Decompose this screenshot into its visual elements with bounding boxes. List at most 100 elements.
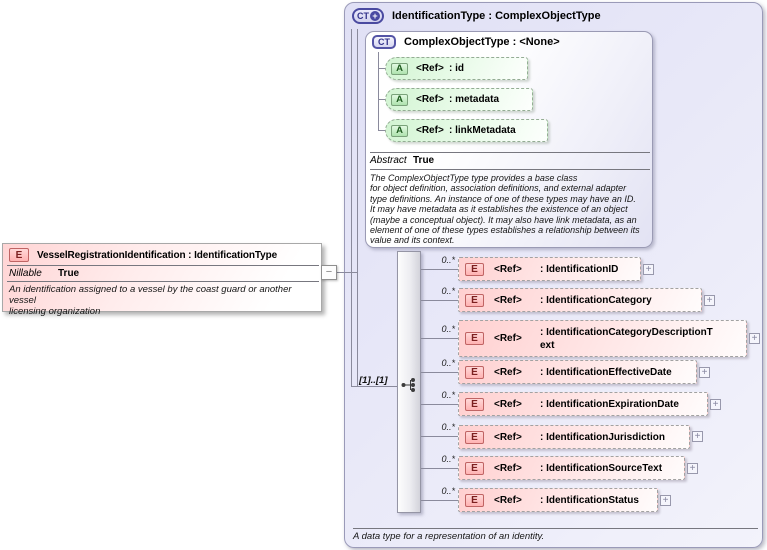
- compositor-cardinality: [1]..[1]: [359, 375, 388, 386]
- sequence-bar[interactable]: [397, 251, 421, 513]
- complex-type-extension-icon: CT +: [352, 8, 384, 24]
- element-icon: E: [465, 430, 484, 444]
- abstract-label: Abstract: [370, 155, 407, 166]
- element-name: : IdentificationID: [540, 263, 619, 275]
- cardinality-label: 0..*: [441, 324, 455, 334]
- cardinality-label: 0..*: [441, 422, 455, 432]
- connector-line: [357, 29, 358, 386]
- element-icon: E: [465, 397, 484, 411]
- element-identification-expiration-date[interactable]: E <Ref> : IdentificationExpirationDate: [458, 392, 708, 416]
- node-annotation: An identification assigned to a vessel b…: [9, 284, 292, 317]
- expand-icon[interactable]: +: [699, 367, 710, 378]
- vessel-registration-identification-node[interactable]: E VesselRegistrationIdentification : Ide…: [2, 243, 322, 317]
- cardinality-label: 0..*: [441, 454, 455, 464]
- attribute-ref: <Ref>: [416, 63, 444, 74]
- connector-line: [351, 386, 397, 387]
- base-type-title: ComplexObjectType : <None>: [404, 36, 560, 48]
- element-identification-category[interactable]: E <Ref> : IdentificationCategory: [458, 288, 702, 312]
- divider: [7, 281, 319, 282]
- expand-icon[interactable]: +: [704, 295, 715, 306]
- base-type-annotation: The ComplexObjectType type provides a ba…: [370, 173, 640, 246]
- element-name: : IdentificationEffectiveDate: [540, 366, 672, 378]
- expand-icon[interactable]: +: [643, 264, 654, 275]
- connector-line: [421, 300, 458, 301]
- divider: [7, 265, 319, 266]
- nillable-value: True: [58, 268, 80, 279]
- abstract-value: True: [413, 155, 435, 166]
- expand-icon[interactable]: +: [660, 495, 671, 506]
- attribute-name: : linkMetadata: [449, 125, 516, 136]
- connector-line: [351, 29, 352, 386]
- attribute-icon: A: [391, 62, 408, 75]
- element-name: : IdentificationCategoryDescriptionText: [540, 326, 713, 351]
- attribute-icon: A: [391, 124, 408, 137]
- element-ref: <Ref>: [494, 494, 522, 506]
- connector-line: [378, 68, 385, 69]
- connector-line: [421, 404, 458, 405]
- connector-line: [421, 269, 458, 270]
- element-identification-id[interactable]: E <Ref> : IdentificationID: [458, 257, 641, 281]
- attribute-id[interactable]: A <Ref> : id: [385, 57, 528, 80]
- attribute-link-metadata[interactable]: A <Ref> : linkMetadata: [385, 119, 548, 142]
- type-box-header: CT + IdentificationType : ComplexObjectT…: [352, 8, 601, 24]
- complex-object-type-box[interactable]: CT ComplexObjectType : <None> A <Ref> : …: [365, 31, 653, 248]
- node-title: VesselRegistrationIdentification : Ident…: [37, 249, 278, 261]
- connector-line: [421, 338, 458, 339]
- expand-icon[interactable]: +: [692, 431, 703, 442]
- element-ref: <Ref>: [494, 263, 522, 275]
- element-icon: E: [465, 262, 484, 276]
- attribute-ref: <Ref>: [416, 125, 444, 136]
- divider: [370, 169, 650, 170]
- element-ref: <Ref>: [494, 333, 522, 344]
- extension-plus-icon: +: [370, 11, 380, 21]
- nillable-label: Nillable: [9, 268, 42, 279]
- attribute-icon: A: [391, 93, 408, 106]
- element-identification-source-text[interactable]: E <Ref> : IdentificationSourceText: [458, 456, 685, 480]
- complex-type-icon: CT: [372, 35, 396, 49]
- base-type-header: CT ComplexObjectType : <None>: [372, 35, 560, 49]
- element-ref: <Ref>: [494, 366, 522, 378]
- complex-type-letters: CT: [357, 11, 369, 21]
- connector-line: [378, 99, 385, 100]
- cardinality-label: 0..*: [441, 358, 455, 368]
- connector-line: [421, 500, 458, 501]
- divider: [353, 528, 758, 529]
- element-ref: <Ref>: [494, 398, 522, 410]
- attribute-ref: <Ref>: [416, 94, 444, 105]
- element-icon: E: [465, 461, 484, 475]
- element-identification-effective-date[interactable]: E <Ref> : IdentificationEffectiveDate: [458, 360, 697, 384]
- node-header: E VesselRegistrationIdentification : Ide…: [9, 248, 277, 262]
- connector-line: [378, 130, 385, 131]
- element-name: : IdentificationStatus: [540, 494, 639, 506]
- connector-line: [421, 372, 458, 373]
- attribute-name: : metadata: [449, 94, 500, 105]
- element-icon: E: [465, 332, 484, 345]
- sequence-compositor-icon: [401, 378, 415, 392]
- type-annotation: A data type for a representation of an i…: [353, 531, 545, 542]
- identification-type-box[interactable]: CT + IdentificationType : ComplexObjectT…: [344, 2, 763, 548]
- connector-line: [336, 272, 357, 273]
- element-identification-jurisdiction[interactable]: E <Ref> : IdentificationJurisdiction: [458, 425, 690, 449]
- element-identification-status[interactable]: E <Ref> : IdentificationStatus: [458, 488, 658, 512]
- element-icon: E: [465, 365, 484, 379]
- connector-line: [421, 436, 458, 437]
- cardinality-label: 0..*: [441, 286, 455, 296]
- type-box-title: IdentificationType : ComplexObjectType: [392, 10, 601, 22]
- expand-icon[interactable]: +: [749, 333, 760, 344]
- cardinality-label: 0..*: [441, 390, 455, 400]
- expand-icon[interactable]: +: [687, 463, 698, 474]
- connector-line: [378, 52, 379, 131]
- cardinality-label: 0..*: [441, 486, 455, 496]
- cardinality-label: 0..*: [441, 255, 455, 265]
- element-identification-category-description-text[interactable]: E <Ref> : IdentificationCategoryDescript…: [458, 320, 747, 357]
- connector-line: [421, 468, 458, 469]
- divider: [370, 152, 650, 153]
- element-name: : IdentificationCategory: [540, 294, 652, 306]
- attribute-name: : id: [449, 63, 464, 74]
- collapse-icon[interactable]: −: [321, 265, 337, 280]
- element-ref: <Ref>: [494, 462, 522, 474]
- attribute-metadata[interactable]: A <Ref> : metadata: [385, 88, 533, 111]
- element-icon: E: [9, 248, 29, 262]
- expand-icon[interactable]: +: [710, 399, 721, 410]
